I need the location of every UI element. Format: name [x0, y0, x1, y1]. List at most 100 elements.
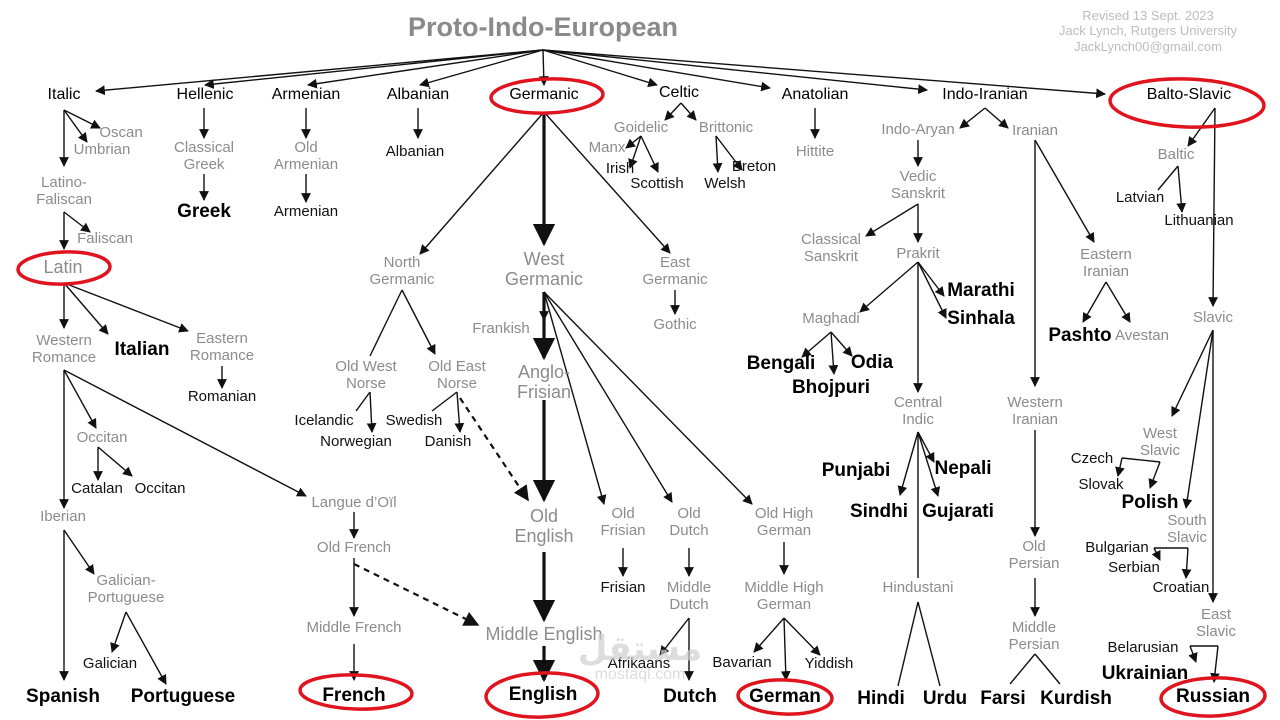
node-western-romance-line: Romance	[31, 348, 97, 366]
node-yiddish: Yiddish	[804, 655, 854, 672]
node-eastern-romance-line: Eastern	[196, 330, 248, 347]
edge-74	[865, 203, 919, 237]
edge-43	[431, 391, 458, 412]
node-classical-greek-line: Classical	[173, 139, 235, 156]
node-frisian: Frisian	[600, 579, 646, 596]
node-hindustani: Hindustani	[882, 579, 954, 596]
edge-63	[664, 102, 682, 121]
credits-email: JackLynch00@gmail.com	[1074, 38, 1222, 54]
node-old-west-norse-line: Old West	[335, 358, 397, 375]
node-slovak: Slovak	[1078, 476, 1124, 493]
edge-83	[897, 431, 919, 496]
node-galician-portuguese-line: Galician-	[96, 572, 156, 589]
highlight-circles	[16, 77, 1267, 719]
node-punjabi: Punjabi	[821, 460, 891, 481]
node-italian: Italian	[114, 339, 170, 360]
credits-revised: Revised 13 Sept. 2023	[1082, 8, 1214, 23]
node-middle-dutch-line: Middle	[666, 579, 712, 596]
node-russian: Russian	[1176, 686, 1250, 707]
edge-26	[353, 563, 480, 626]
family-albanian: Albanian	[386, 86, 450, 103]
edge-30	[125, 611, 167, 685]
edge-91	[1082, 281, 1107, 323]
node-sindhi: Sindhi	[849, 501, 909, 522]
node-middle-dutch-line: Dutch	[669, 595, 709, 613]
node-old-dutch-line: Dutch	[669, 521, 709, 539]
node-czech: Czech	[1070, 450, 1114, 467]
node-kurdish: Kurdish	[1040, 688, 1112, 709]
node-albanian: Albanian	[385, 143, 445, 160]
edge-78	[917, 261, 947, 319]
node-east-slavic-line: Slavic	[1195, 622, 1237, 640]
node-north-germanic-line: Germanic	[369, 270, 435, 288]
edge-59	[753, 617, 785, 653]
edge-105	[1115, 457, 1125, 477]
edge-96	[1034, 653, 1061, 685]
node-north-germanic-line: North	[383, 254, 421, 271]
node-umbrian: Umbrian	[73, 141, 131, 158]
edge-98	[1208, 107, 1218, 307]
node-iranian: Iranian	[1012, 122, 1058, 139]
edge-40	[401, 289, 436, 355]
node-anglo-frisian: Anglo-Frisian	[517, 362, 571, 402]
node-icelandic: Icelandic	[294, 412, 354, 429]
tree-edges	[59, 49, 1220, 687]
node-prakrit: Prakrit	[896, 245, 940, 262]
highlight-ring-latin	[16, 250, 112, 286]
node-bulgarian: Bulgarian	[1085, 539, 1149, 556]
node-slavic: Slavic	[1192, 309, 1234, 326]
node-old-dutch-line: Old	[677, 505, 701, 522]
node-gujarati: Gujarati	[922, 501, 994, 522]
node-avestan: Avestan	[1115, 327, 1169, 344]
edge-16	[63, 282, 189, 333]
node-west-germanic-line: Germanic	[504, 269, 584, 290]
node-armenian: Armenian	[273, 203, 339, 220]
node-pashto: Pashto	[1048, 325, 1112, 346]
node-western-romance-line: Western	[36, 332, 92, 349]
node-hindi: Hindi	[857, 688, 905, 709]
edge-109	[1181, 547, 1192, 579]
highlight-ring-balto_slavic	[1108, 77, 1266, 129]
edge-38	[543, 111, 671, 254]
edge-106	[1148, 461, 1161, 489]
edge-69	[715, 135, 743, 171]
node-nepali: Nepali	[934, 458, 992, 479]
node-serbian: Serbian	[1108, 559, 1160, 576]
edge-8	[542, 49, 1106, 99]
title: Proto-Indo-European	[408, 12, 678, 42]
node-middle-french: Middle French	[306, 619, 402, 636]
edge-37	[419, 111, 545, 255]
node-scottish: Scottish	[630, 175, 684, 192]
node-breton: Breton	[731, 158, 777, 175]
watermark-logo: مستقل	[577, 630, 703, 668]
node-french: French	[322, 685, 386, 706]
node-middle-persian-line: Persian	[1008, 635, 1060, 653]
node-dutch: Dutch	[663, 686, 717, 707]
edge-44	[454, 391, 465, 433]
edge-1	[204, 49, 544, 89]
node-old-armenian-line: Old	[294, 139, 318, 156]
node-brittonic: Brittonic	[698, 119, 754, 136]
node-maghadi: Maghadi	[802, 310, 860, 327]
family-celtic: Celtic	[658, 84, 700, 101]
edge-56	[659, 617, 690, 656]
edge-5	[542, 49, 658, 88]
node-greek: Greek	[177, 201, 231, 222]
node-galician-portuguese-line: Portuguese	[87, 588, 165, 606]
node-romanian: Romanian	[187, 388, 257, 405]
edge-65	[625, 135, 642, 149]
